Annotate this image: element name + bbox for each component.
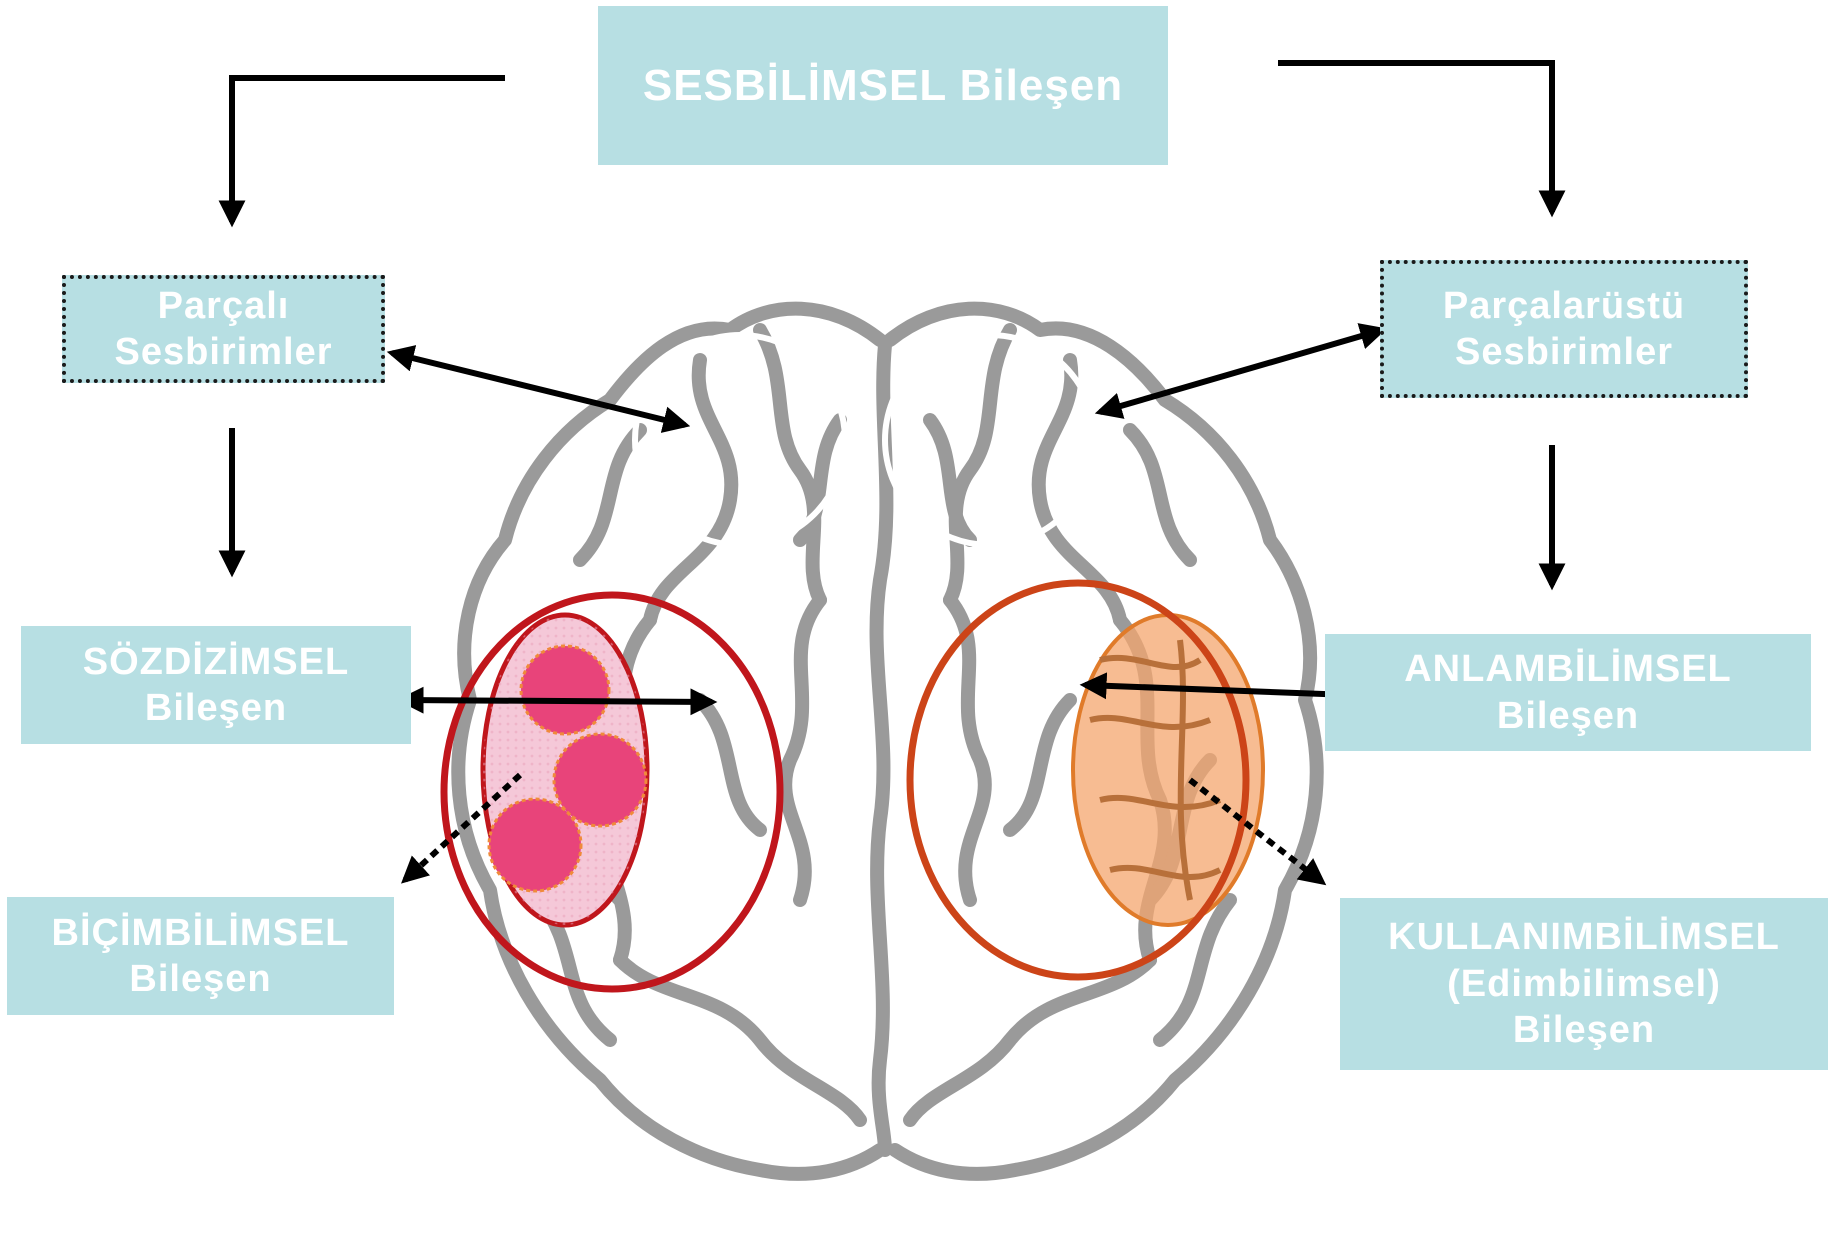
- pink-blob-1: [521, 646, 609, 734]
- syntactic-component-box: SÖZDİZİMSEL Bileşen: [21, 626, 411, 744]
- pragmatic-line2: (Edimbilimsel): [1447, 961, 1721, 1007]
- phonological-component-label: SESBİLİMSEL Bileşen: [643, 59, 1123, 113]
- syntactic-line2: Bileşen: [145, 685, 287, 731]
- arrow-top-to-suprasegmental: [1278, 63, 1552, 212]
- brain-fissure: [877, 345, 887, 1150]
- morphological-line1: BİÇİMBİLİMSEL: [52, 910, 350, 956]
- suprasegmental-line2: Sesbirimler: [1455, 329, 1673, 375]
- arrow-syntactic-brain: [402, 700, 712, 702]
- semantic-component-box: ANLAMBİLİMSEL Bileşen: [1325, 634, 1811, 751]
- segmental-line1: Parçalı: [158, 283, 290, 329]
- morphological-component-box: BİÇİMBİLİMSEL Bileşen: [7, 897, 394, 1015]
- pragmatic-line1: KULLANIMBİLİMSEL: [1388, 914, 1780, 960]
- segmental-target-circle: [635, 335, 845, 545]
- phonological-component-box: SESBİLİMSEL Bileşen: [598, 6, 1168, 165]
- suprasegmental-line1: Parçalarüstü: [1443, 283, 1685, 329]
- pink-blob-3: [489, 799, 581, 891]
- pragmatic-component-box: KULLANIMBİLİMSEL (Edimbilimsel) Bileşen: [1340, 898, 1828, 1070]
- semantic-line1: ANLAMBİLİMSEL: [1404, 646, 1732, 692]
- segmental-phonemes-box: Parçalı Sesbirimler: [62, 275, 385, 383]
- morphological-line2: Bileşen: [129, 956, 271, 1002]
- arrow-top-to-segmental: [232, 78, 505, 222]
- syntactic-line1: SÖZDİZİMSEL: [83, 639, 349, 685]
- suprasegmental-phonemes-box: Parçalarüstü Sesbirimler: [1380, 260, 1748, 398]
- pragmatic-line3: Bileşen: [1513, 1007, 1655, 1053]
- segmental-line2: Sesbirimler: [115, 329, 333, 375]
- semantic-line2: Bileşen: [1497, 693, 1639, 739]
